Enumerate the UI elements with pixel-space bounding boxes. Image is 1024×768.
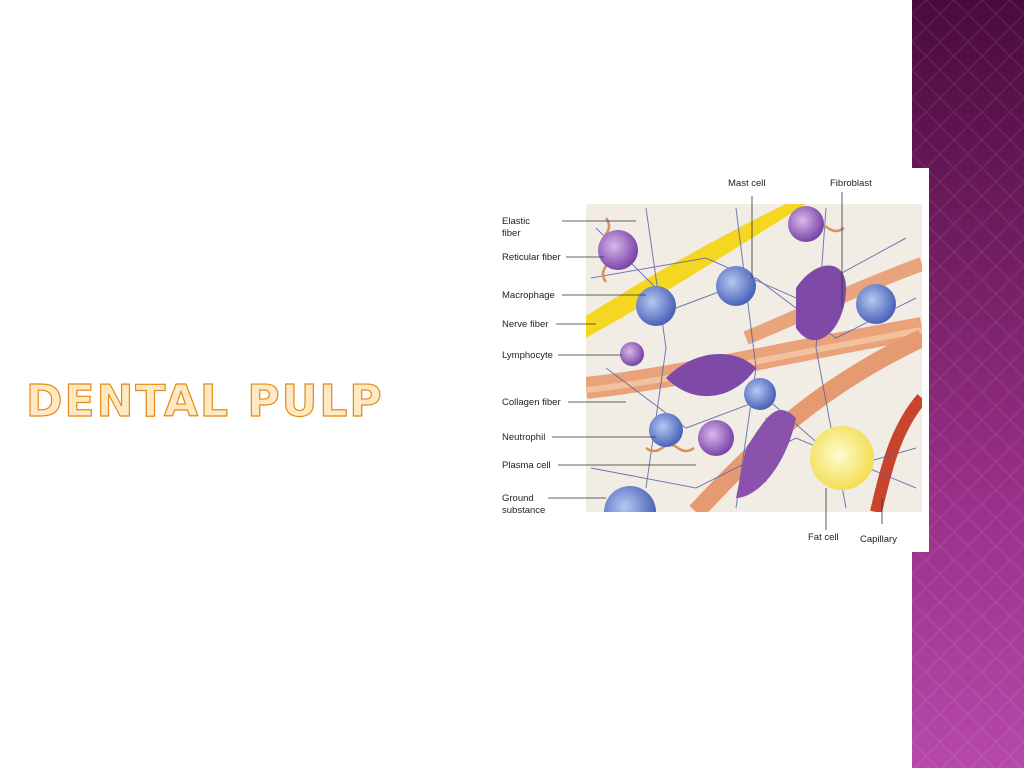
label-macrophage: Macrophage [502,290,555,301]
label-mast-cell: Mast cell [728,178,765,189]
connective-tissue-diagram: Elastic fiber Reticular fiber Macrophage… [496,168,929,552]
label-elastic-fiber-line2: fiber [502,228,520,239]
diamond-pattern [912,0,1024,768]
tissue-illustration [586,204,922,512]
top-labels: Mast cell Fibroblast [728,178,872,189]
label-ground-substance-line1: Ground [502,493,534,504]
decorative-side-band [912,0,1024,768]
label-neutrophil: Neutrophil [502,432,545,443]
leader-lines [548,192,883,530]
label-fat-cell: Fat cell [808,532,839,543]
label-collagen-fiber: Collagen fiber [502,397,561,408]
label-ground-substance-line2: substance [502,505,545,516]
label-capillary: Capillary [860,534,897,545]
label-lymphocyte: Lymphocyte [502,350,553,361]
slide-title: DENTAL PULP [25,376,384,427]
label-reticular-fiber: Reticular fiber [502,252,561,263]
label-plasma-cell: Plasma cell [502,460,551,471]
bottom-labels: Fat cell Capillary [808,532,897,545]
left-labels: Elastic fiber Reticular fiber Macrophage… [502,216,561,516]
label-elastic-fiber-line1: Elastic [502,216,530,227]
label-nerve-fiber: Nerve fiber [502,319,548,330]
label-fibroblast: Fibroblast [830,178,872,189]
